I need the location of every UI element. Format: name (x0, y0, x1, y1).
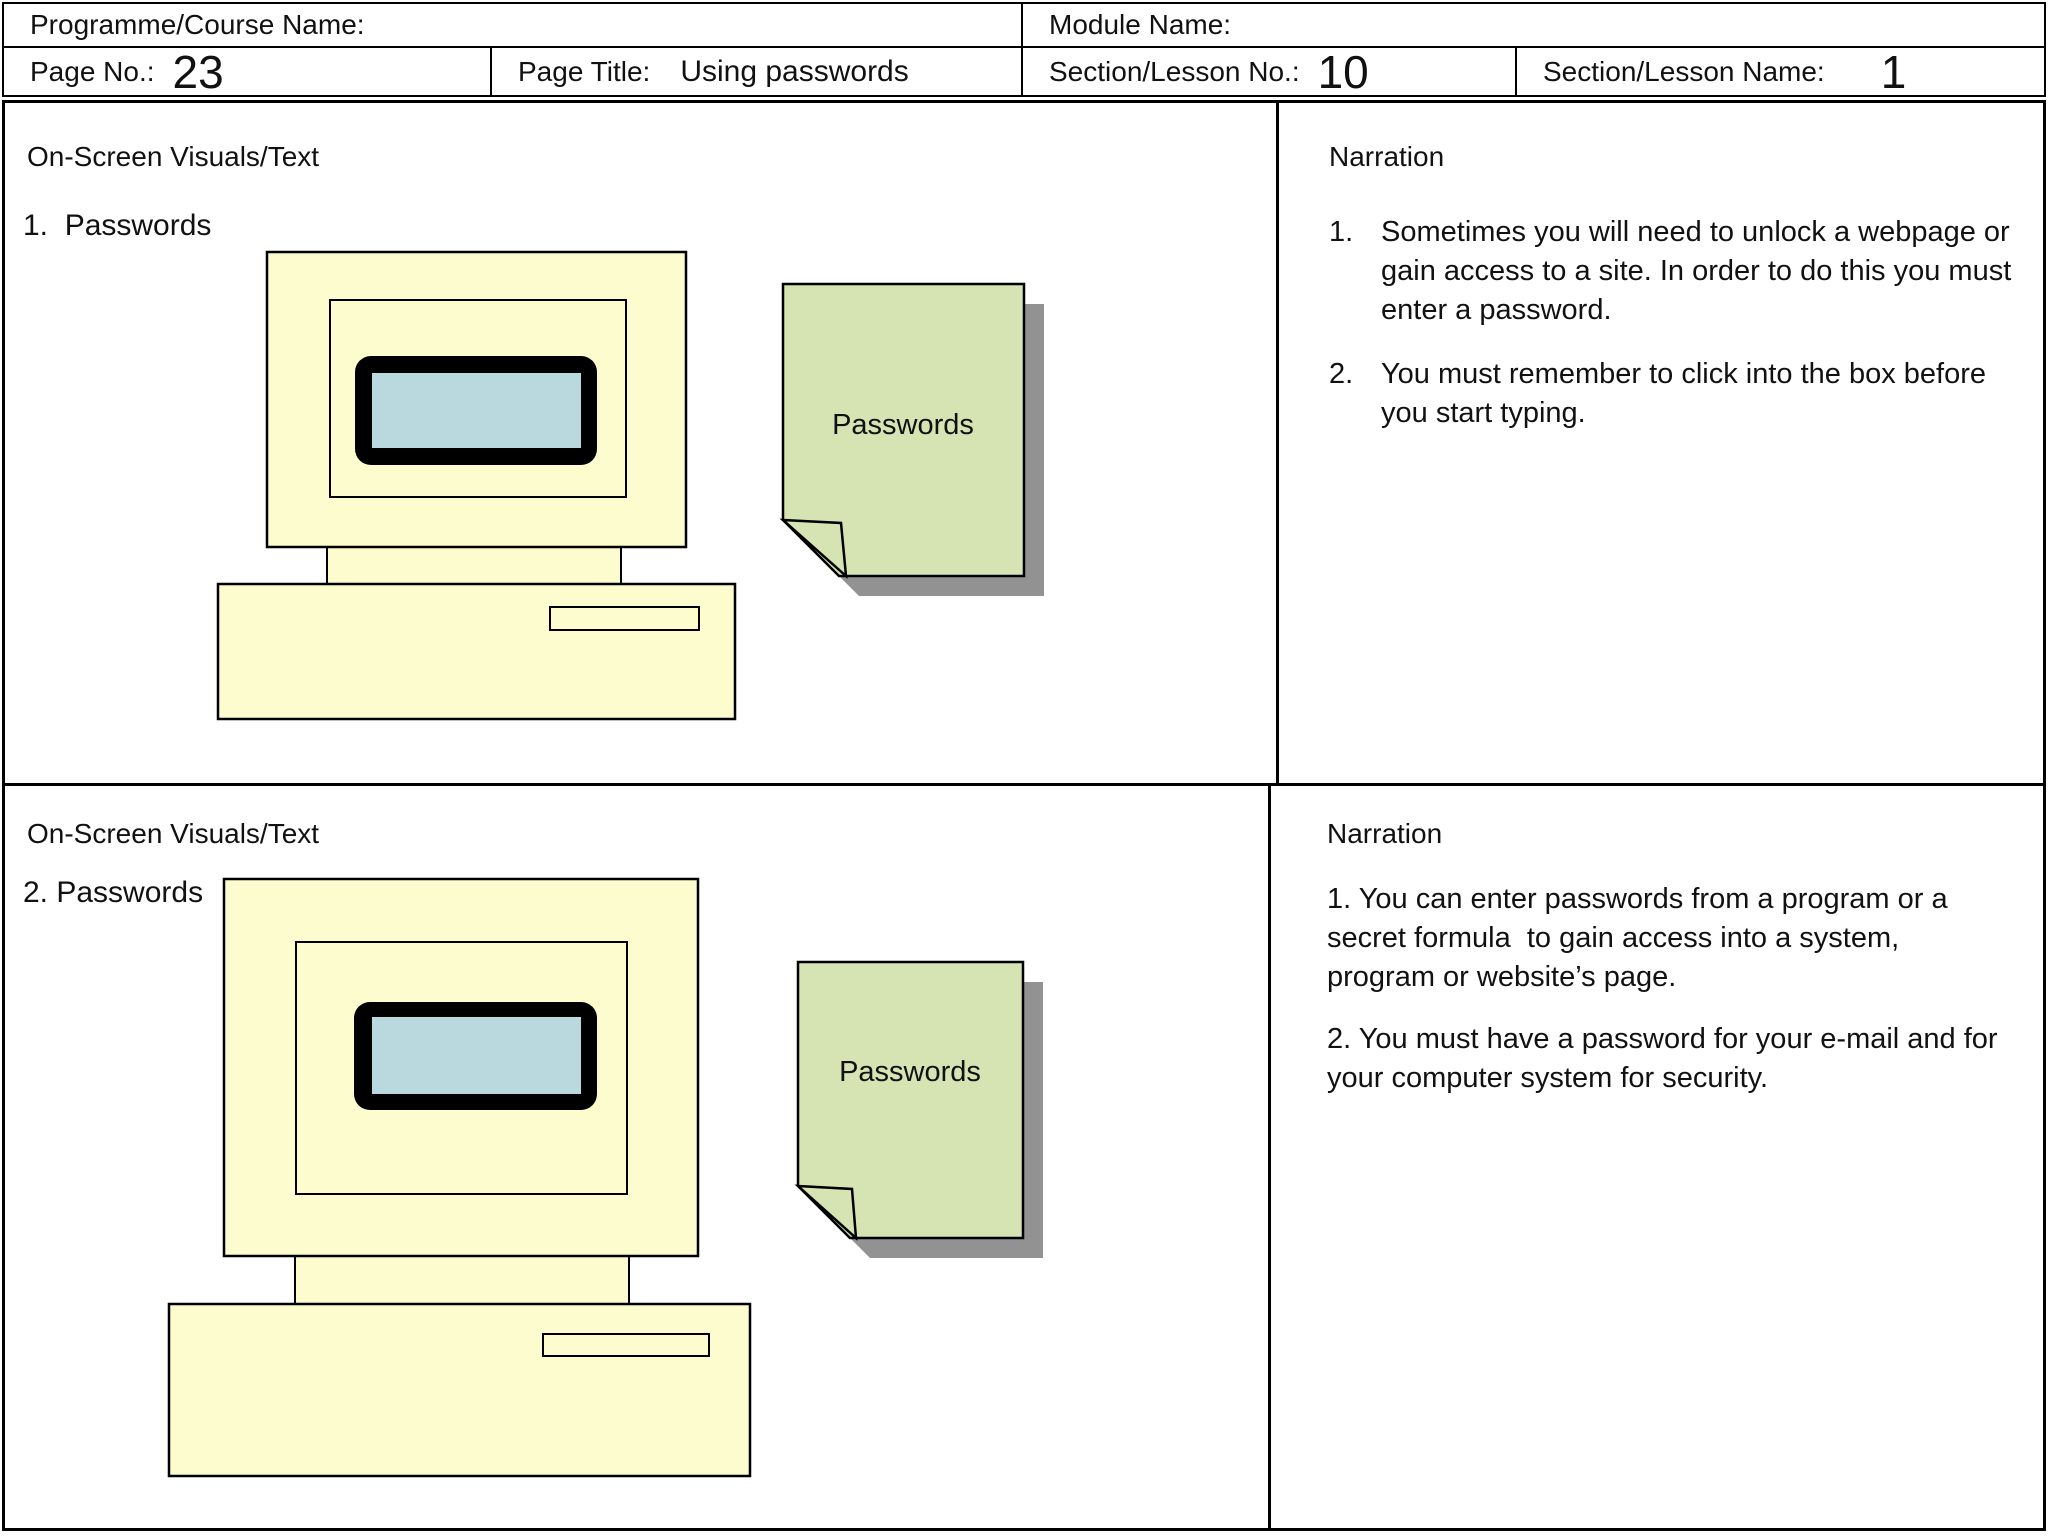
storyboard-row-1: On-Screen Visuals/Text 1. Passwords Pass… (5, 103, 2043, 786)
visuals-heading: On-Screen Visuals/Text (27, 141, 320, 172)
narration-cell-2: Narration 1. You can enter passwords fro… (1271, 786, 2043, 1528)
visuals-item-label: 2. Passwords (23, 876, 204, 909)
module-name-cell: Module Name: (1023, 4, 2044, 46)
monitor-neck (326, 546, 622, 585)
sticky-note (781, 282, 1026, 578)
note-fold (779, 518, 848, 580)
keyboard-base (216, 582, 737, 721)
narration-heading: Narration (1329, 141, 1445, 172)
storyboard-row-2: On-Screen Visuals/Text 2. Passwords Pass… (5, 786, 2043, 1528)
header-row-1: Programme/Course Name: Module Name: (4, 4, 2044, 48)
programme-name-label: Programme/Course Name: (30, 9, 365, 40)
narration-item-text: You must remember to click into the box … (1381, 358, 1987, 429)
monitor-screen (372, 1017, 581, 1094)
section-no-label: Section/Lesson No.: (1049, 55, 1300, 87)
section-no-value: 10 (1317, 48, 1369, 95)
narration-item-number: 2. (1329, 358, 1354, 390)
visuals-heading: On-Screen Visuals/Text (27, 818, 320, 849)
narration-item-number: 1. (1329, 216, 1354, 248)
page-title-cell: Page Title: Using passwords (492, 48, 1023, 95)
narration-list: 1. Sometimes you will need to unlock a w… (1329, 213, 2015, 433)
narration-paragraph: 2. You must have a password for your e-m… (1327, 1023, 2006, 1094)
disk-slot (542, 1333, 710, 1357)
visuals-item-label: 1. Passwords (23, 209, 212, 242)
disk-slot (549, 606, 700, 631)
keyboard-base (167, 1302, 752, 1478)
narration-item: 1. Sometimes you will need to unlock a w… (1329, 213, 2015, 330)
narration-item: 2. You must remember to click into the b… (1329, 355, 2015, 433)
page-no-cell: Page No.: 23 (4, 48, 492, 95)
page-no-label: Page No.: (30, 55, 155, 87)
computer-illustration: Passwords (216, 250, 1044, 721)
section-no-cell: Section/Lesson No.: 10 (1023, 48, 1517, 95)
visuals-cell-2: On-Screen Visuals/Text 2. Passwords Pass… (5, 786, 1271, 1528)
page-title-value: Using passwords (680, 54, 909, 88)
computer-illustration: Passwords (167, 877, 1043, 1478)
narration-item-text: Sometimes you will need to unlock a webp… (1381, 216, 2012, 326)
header-table: Programme/Course Name: Module Name: Page… (2, 2, 2046, 97)
note-fold (794, 1184, 858, 1242)
note-label: Passwords (832, 409, 974, 441)
monitor-neck (294, 1255, 630, 1305)
section-name-label: Section/Lesson Name: (1543, 55, 1825, 87)
note-label: Passwords (839, 1056, 981, 1088)
narration-paragraph: 1. You can enter passwords from a progra… (1327, 883, 1956, 993)
sticky-note (796, 960, 1025, 1240)
storyboard-table: On-Screen Visuals/Text 1. Passwords Pass… (2, 100, 2046, 1531)
section-name-cell: Section/Lesson Name: 1 (1517, 48, 2044, 95)
narration-heading: Narration (1327, 818, 1443, 849)
section-name-value: 1 (1880, 48, 1907, 95)
visuals-cell-1: On-Screen Visuals/Text 1. Passwords Pass… (5, 103, 1279, 783)
page-no-value: 23 (172, 48, 224, 95)
header-row-2: Page No.: 23 Page Title: Using passwords… (4, 48, 2044, 95)
narration-cell-1: Narration 1. Sometimes you will need to … (1279, 103, 2043, 783)
programme-name-cell: Programme/Course Name: (4, 4, 1023, 46)
page-title-label: Page Title: (518, 55, 651, 87)
monitor-screen (372, 373, 581, 448)
module-name-label: Module Name: (1049, 9, 1232, 40)
